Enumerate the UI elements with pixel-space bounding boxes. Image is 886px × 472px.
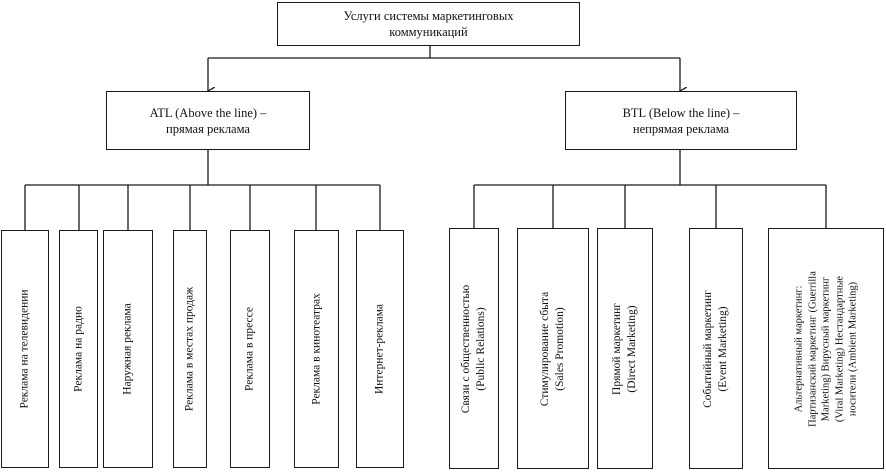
atl-item-internet: Интернет-реклама bbox=[356, 230, 404, 468]
btl-item-label: Стимулирование сбыта (Sales Promotion) bbox=[539, 291, 566, 406]
btl-box: BTL (Below the line) – непрямая реклама bbox=[565, 91, 797, 150]
btl-item-label: Прямой маркетинг (Direct Marketing) bbox=[611, 302, 638, 395]
atl-item-label: Реклама на радио bbox=[72, 306, 84, 392]
root-label: Услуги системы маркетинговых коммуникаци… bbox=[343, 9, 514, 39]
btl-item-label: Связи с общественностью (Public Relation… bbox=[460, 284, 487, 413]
atl-item-outdoor: Наружная реклама bbox=[103, 230, 153, 468]
atl-item-cinema: Реклама в кинотеатрах bbox=[294, 230, 339, 468]
btl-item-public-relations: Связи с общественностью (Public Relation… bbox=[449, 228, 499, 469]
atl-item-radio: Реклама на радио bbox=[59, 230, 98, 468]
btl-item-sales-promotion: Стимулирование сбыта (Sales Promotion) bbox=[517, 228, 589, 469]
btl-item-alternative-marketing: Альтернативный маркетинг: Партизанский м… bbox=[768, 228, 884, 469]
btl-item-label: Событийный маркетинг (Event Marketing) bbox=[702, 289, 729, 408]
atl-item-label: Реклама в местах продаж bbox=[183, 286, 196, 412]
btl-title: BTL (Below the line) – непрямая реклама bbox=[622, 105, 740, 136]
atl-box: ATL (Above the line) – прямая реклама bbox=[106, 91, 310, 150]
atl-item-label: Реклама в прессе bbox=[243, 306, 256, 392]
btl-item-event-marketing: Событийный маркетинг (Event Marketing) bbox=[689, 228, 743, 469]
atl-item-label: Реклама в кинотеатрах bbox=[310, 293, 322, 405]
root-box: Услуги системы маркетинговых коммуникаци… bbox=[277, 2, 580, 46]
atl-item-label: Интернет-реклама bbox=[373, 303, 386, 395]
btl-item-label: Альтернативный маркетинг: Партизанский м… bbox=[793, 270, 859, 427]
atl-title: ATL (Above the line) – прямая реклама bbox=[149, 105, 267, 136]
atl-item-tv: Реклама на телевидении bbox=[1, 230, 49, 468]
btl-item-direct-marketing: Прямой маркетинг (Direct Marketing) bbox=[597, 228, 653, 469]
atl-item-label: Наружная реклама bbox=[121, 303, 134, 395]
atl-item-point-of-sale: Реклама в местах продаж bbox=[173, 230, 207, 468]
atl-item-label: Реклама на телевидении bbox=[18, 289, 31, 409]
atl-item-press: Реклама в прессе bbox=[230, 230, 270, 468]
